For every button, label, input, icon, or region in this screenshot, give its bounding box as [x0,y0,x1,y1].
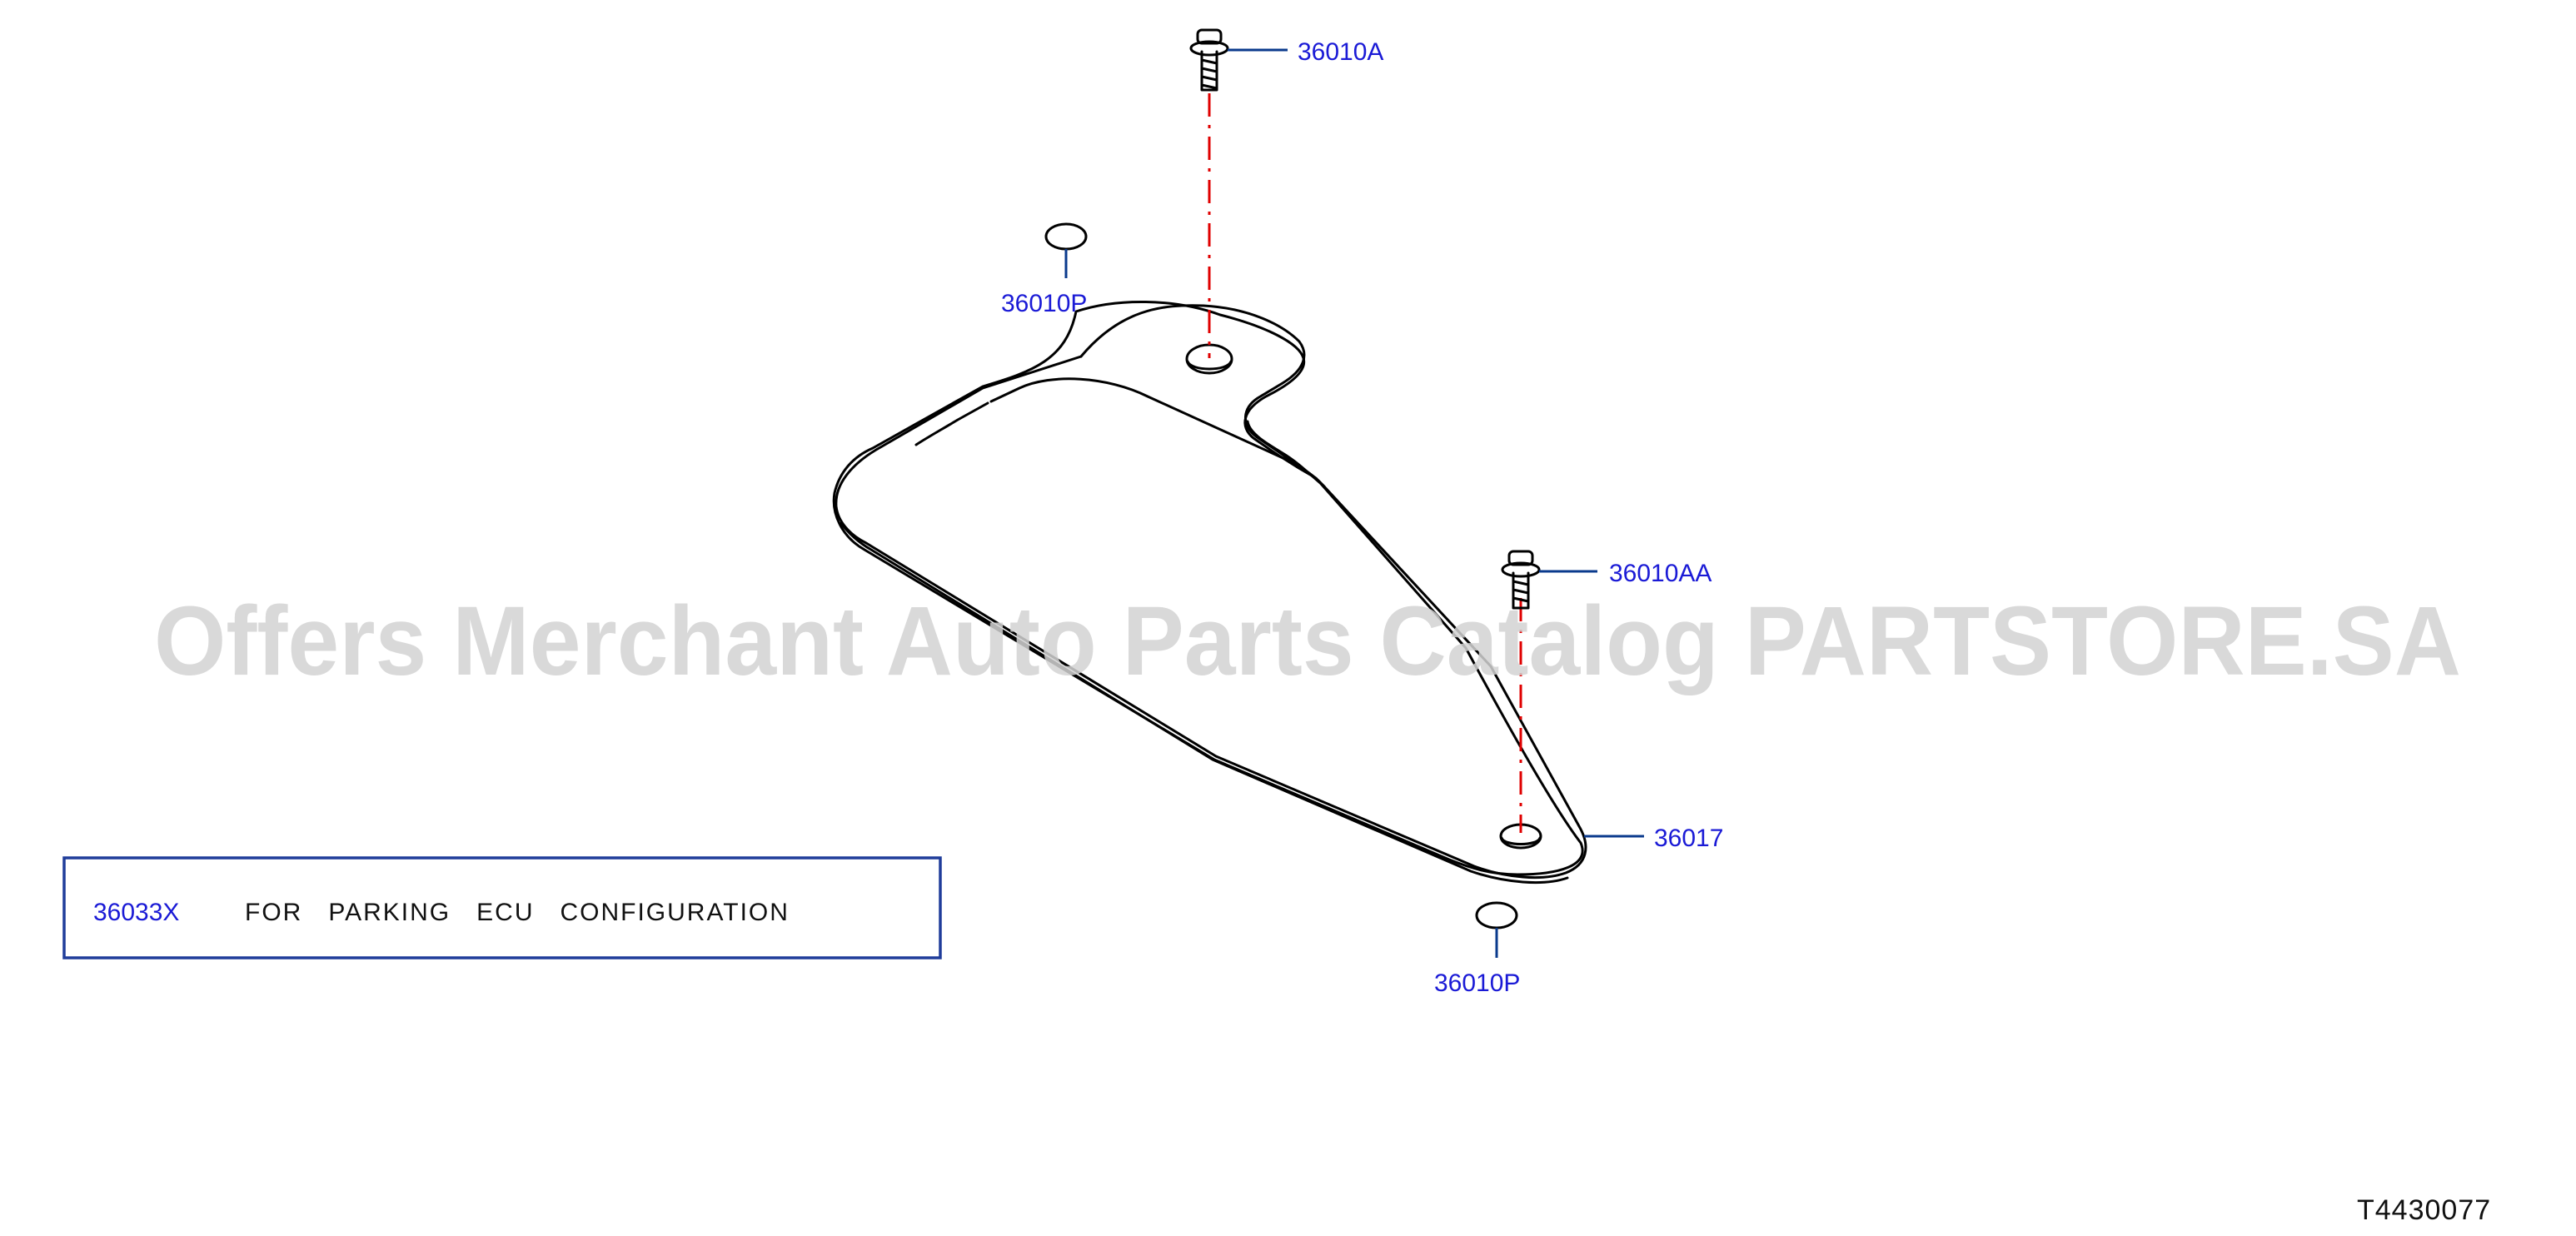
watermark-text: Offers Merchant Auto Parts Catalog PARTS… [154,586,2461,696]
bracket-part [832,301,1587,885]
diagram-id: T4430077 [2357,1194,2491,1226]
callout-36010AA[interactable]: 36010AA [1609,560,1712,587]
callout-36010P-top[interactable]: 36010P [1001,290,1087,317]
callout-36010P-bottom[interactable]: 36010P [1434,969,1520,997]
note-box [62,856,942,959]
bolt-right-icon [1501,550,1541,610]
callout-36010A[interactable]: 36010A [1298,38,1383,66]
clip-bottom-icon [1475,901,1518,929]
callout-36017[interactable]: 36017 [1654,825,1723,852]
note-text: FOR PARKING ECU CONFIGURATION [245,899,790,926]
clip-top-icon [1044,222,1088,251]
bolt-top-icon [1189,28,1229,92]
note-part-code[interactable]: 36033X [93,899,179,926]
configuration-note: 36033X FOR PARKING ECU CONFIGURATION [62,856,942,959]
